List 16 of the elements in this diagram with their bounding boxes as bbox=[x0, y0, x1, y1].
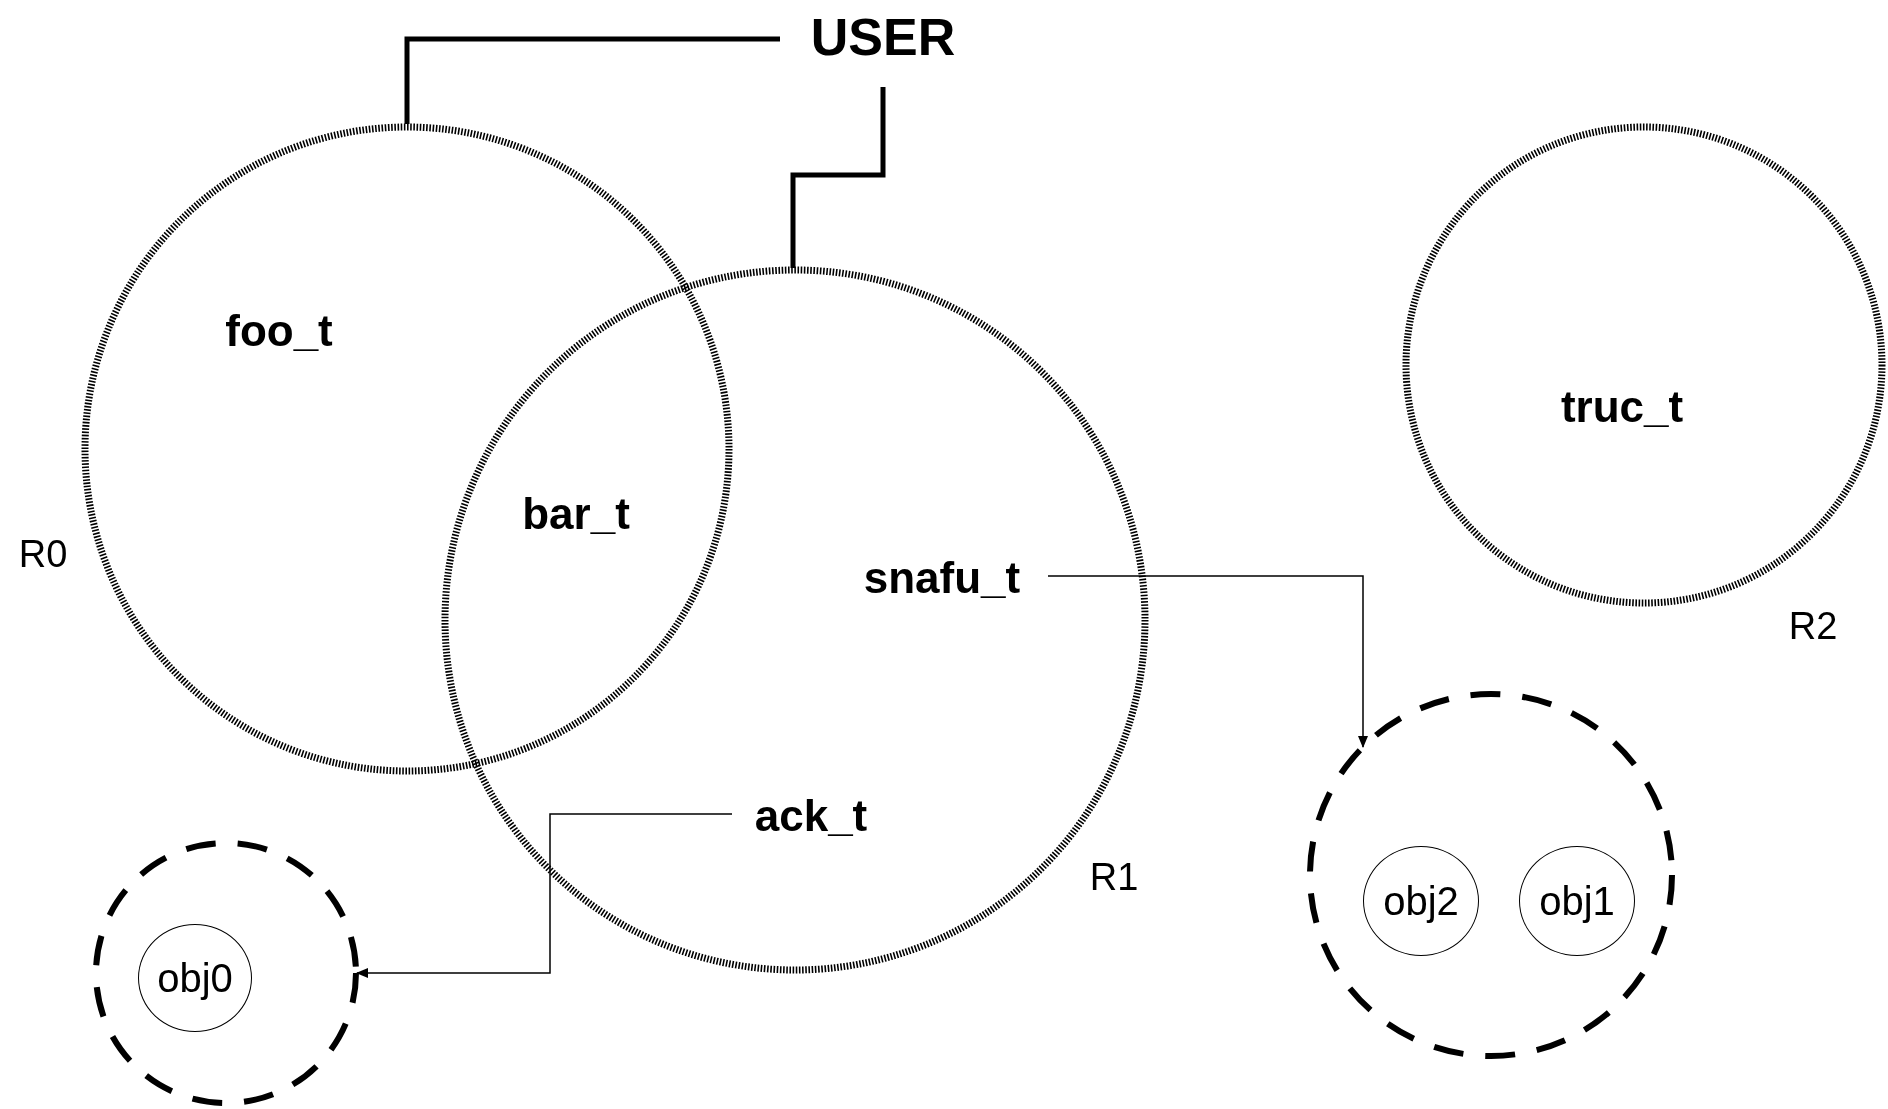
object-circle: obj1 bbox=[1519, 846, 1635, 956]
object-circle: obj0 bbox=[138, 924, 252, 1032]
arrow bbox=[356, 813, 733, 978]
type-name: foo_t bbox=[225, 309, 333, 353]
connector-line bbox=[790, 87, 886, 268]
arrow bbox=[1047, 575, 1368, 748]
type-name: truc_t bbox=[1560, 385, 1684, 429]
object-circle: obj2 bbox=[1363, 846, 1479, 956]
region-name: R2 bbox=[1788, 607, 1838, 645]
user-label: USER bbox=[810, 11, 956, 63]
type-name: ack_t bbox=[754, 794, 868, 838]
region-name: R0 bbox=[18, 535, 68, 573]
region-name: R1 bbox=[1089, 858, 1139, 896]
type-name: snafu_t bbox=[863, 556, 1021, 600]
connector-line bbox=[404, 36, 780, 124]
type-name: bar_t bbox=[522, 492, 630, 536]
